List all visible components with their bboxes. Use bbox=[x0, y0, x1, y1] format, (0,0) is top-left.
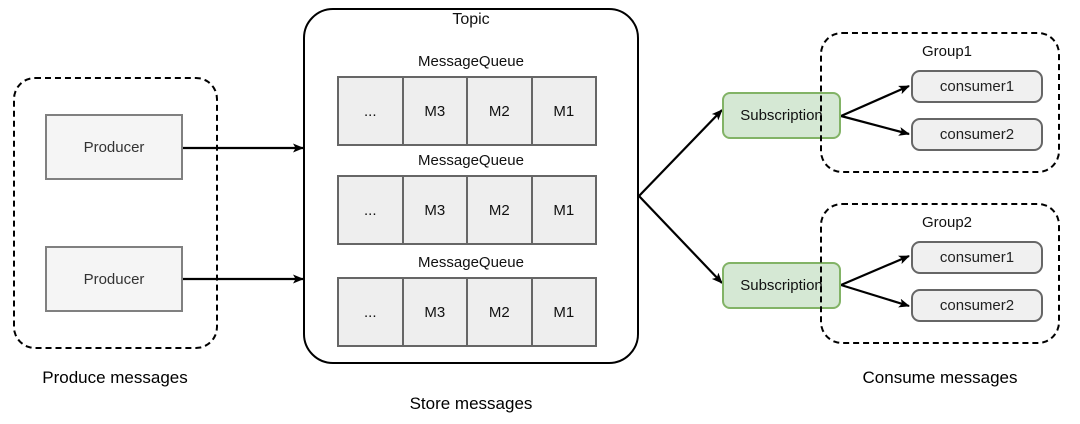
consumer-box-group2-2[interactable]: consumer2 bbox=[911, 289, 1043, 322]
queue-cell: M3 bbox=[401, 76, 468, 146]
consume-messages-caption: Consume messages bbox=[862, 368, 1018, 387]
store-messages-caption: Store messages bbox=[409, 394, 533, 413]
producer-box-1[interactable]: Producer bbox=[45, 114, 183, 180]
producer-label: Producer bbox=[83, 138, 145, 156]
queue-cell: ... bbox=[337, 277, 404, 347]
subscription-label: Subscription bbox=[740, 107, 823, 124]
queue-cell: M1 bbox=[530, 76, 597, 146]
topic-label: Topic bbox=[452, 11, 490, 28]
message-queue-row-3: ... M3 M2 M1 bbox=[337, 277, 597, 347]
queue-cell: M1 bbox=[530, 277, 597, 347]
arrow-topic-to-subscription1 bbox=[638, 109, 723, 197]
message-queue-label-1: MessageQueue bbox=[418, 53, 524, 70]
queue-cell: M2 bbox=[466, 277, 533, 347]
queue-cell: M2 bbox=[466, 76, 533, 146]
produce-messages-caption: Produce messages bbox=[42, 368, 188, 387]
message-queue-label-2: MessageQueue bbox=[418, 152, 524, 169]
queue-cell: ... bbox=[337, 76, 404, 146]
consumer-label: consumer2 bbox=[939, 126, 1015, 143]
consumer-label: consumer2 bbox=[939, 297, 1015, 314]
arrow-topic-to-subscription2 bbox=[638, 195, 723, 284]
consumer-label: consumer1 bbox=[939, 78, 1015, 95]
queue-cell: M2 bbox=[466, 175, 533, 245]
queue-cell: M3 bbox=[401, 175, 468, 245]
message-queue-label-3: MessageQueue bbox=[418, 254, 524, 271]
queue-cell: M3 bbox=[401, 277, 468, 347]
consumer-box-group1-2[interactable]: consumer2 bbox=[911, 118, 1043, 151]
consumer-box-group1-1[interactable]: consumer1 bbox=[911, 70, 1043, 103]
queue-cell: ... bbox=[337, 175, 404, 245]
queue-cell: M1 bbox=[530, 175, 597, 245]
message-queue-row-1: ... M3 M2 M1 bbox=[337, 76, 597, 146]
consumer-group-1-label: Group1 bbox=[921, 43, 973, 60]
consumer-group-2 bbox=[820, 203, 1060, 344]
consumer-box-group2-1[interactable]: consumer1 bbox=[911, 241, 1043, 274]
consumer-label: consumer1 bbox=[939, 249, 1015, 266]
produce-messages-group bbox=[13, 77, 218, 349]
subscription-label: Subscription bbox=[740, 277, 823, 294]
consumer-group-1 bbox=[820, 32, 1060, 173]
producer-box-2[interactable]: Producer bbox=[45, 246, 183, 312]
consumer-group-2-label: Group2 bbox=[921, 214, 973, 231]
producer-label: Producer bbox=[83, 270, 145, 288]
message-queue-row-2: ... M3 M2 M1 bbox=[337, 175, 597, 245]
